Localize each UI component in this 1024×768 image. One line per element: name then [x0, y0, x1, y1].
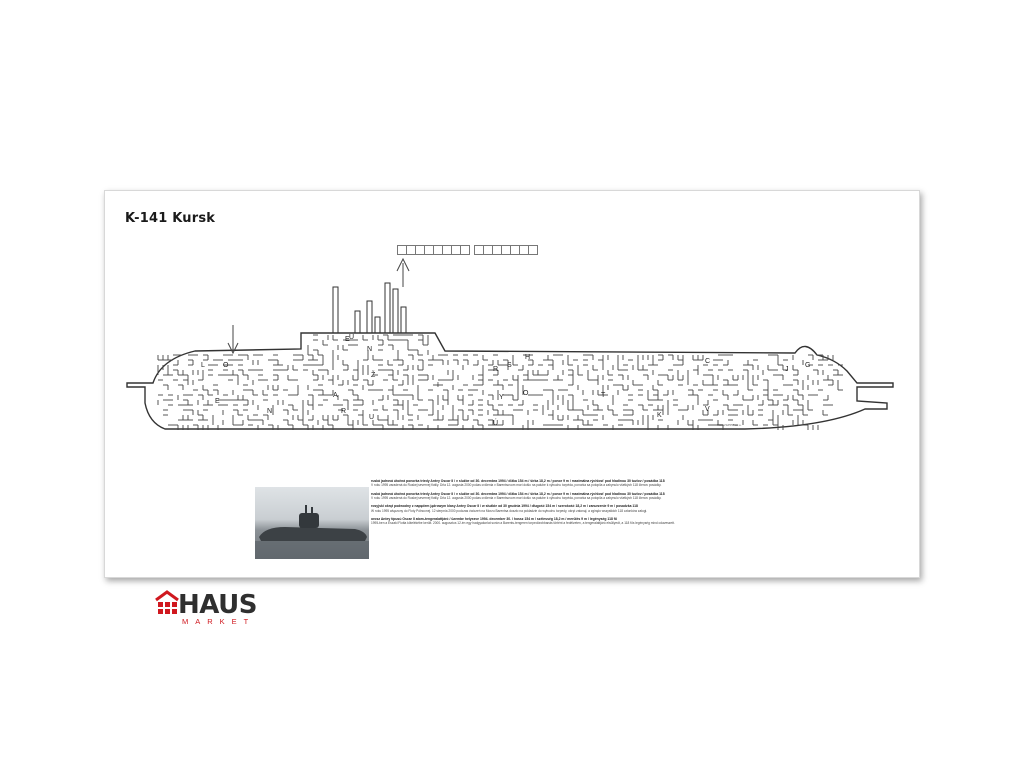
maze-letter: L	[201, 362, 205, 369]
answer-group-2	[474, 245, 538, 255]
hull-outline	[126, 332, 894, 430]
maze-letter: Ú	[493, 418, 498, 427]
mast	[392, 288, 399, 334]
mast	[354, 310, 361, 334]
maze-letter: V	[705, 406, 710, 413]
maze-letter: Y	[499, 394, 504, 401]
maze-letter: Ž	[371, 370, 376, 379]
answer-box[interactable]	[460, 245, 470, 255]
maze-letter: N	[267, 408, 272, 415]
maze-letter: N	[367, 346, 372, 353]
maze-letter: J	[785, 366, 789, 373]
description: ruská jadrová útočná ponorka triedy Ante…	[371, 479, 841, 529]
maze-letter: E	[345, 336, 350, 343]
maze-letter: A	[333, 392, 338, 399]
maze-letter: O	[223, 362, 229, 369]
description-block: orosz Antey típusú Oscar II atom-tengera…	[371, 516, 675, 526]
maze-entry-arrow	[227, 325, 239, 355]
description-block: ruská jadrová útočná ponorka triedy Ante…	[371, 491, 665, 501]
mast	[384, 282, 391, 334]
logo-word: HAUS	[178, 590, 257, 620]
maze-letter: C	[705, 358, 710, 365]
description-block: rosyjski okręt podwodny z napędem jądrow…	[371, 504, 648, 513]
answer-box[interactable]	[528, 245, 538, 255]
submarine-photo	[255, 487, 369, 559]
description-block: ruská jadrová útočná ponorka triedy Ante…	[371, 479, 665, 488]
mast	[374, 316, 381, 334]
mast	[400, 306, 407, 334]
poster-title: K-141 Kursk	[125, 211, 216, 226]
maze-letter: U	[349, 334, 354, 341]
haus-market-logo[interactable]: HAUS MARKET	[154, 590, 264, 634]
maze-walls	[126, 282, 894, 430]
maze-letter: O	[523, 390, 529, 397]
maze-letter: H	[525, 354, 530, 361]
house-grid-icon	[155, 590, 179, 614]
maze-letter: T	[601, 392, 606, 399]
maze-letter: U	[369, 414, 374, 421]
answer-group-1	[397, 245, 470, 255]
maze-letter: E	[215, 398, 220, 405]
maze-letter: G	[805, 362, 810, 369]
mast	[366, 300, 373, 334]
answer-boxes	[397, 245, 538, 255]
mast	[332, 286, 339, 334]
maze-exit-arrow	[396, 257, 410, 287]
maze-credit: REBUS/PPP s.r.o.	[717, 423, 742, 427]
maze-letter: S	[507, 362, 512, 369]
maze-letter: K	[657, 412, 662, 419]
maze-letter: R	[493, 366, 498, 373]
maze-letter: R	[341, 408, 346, 415]
logo-subtitle: MARKET	[182, 617, 256, 626]
maze-letter: I	[437, 382, 439, 389]
